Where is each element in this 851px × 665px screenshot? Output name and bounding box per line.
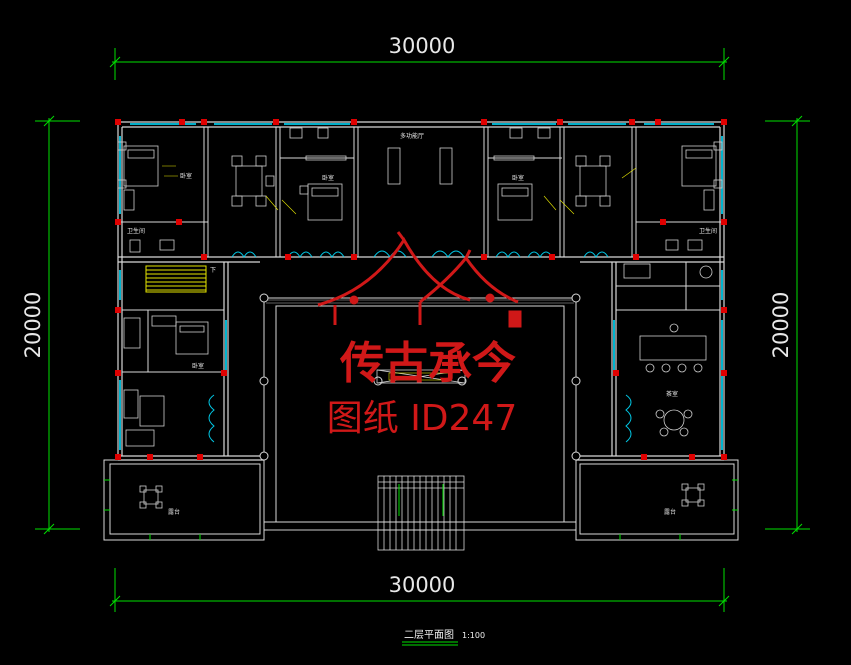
- drawing-title: 二层平面图: [404, 629, 454, 641]
- entrance-step-marks: [398, 484, 444, 516]
- dimension-right: 20000: [769, 292, 793, 359]
- dimension-lines: [35, 48, 810, 612]
- watermark-roof-logo: [317, 231, 522, 328]
- structural-columns: [115, 119, 727, 460]
- terrace-railing-marks: [104, 479, 738, 540]
- corridor-doors: [208, 250, 632, 443]
- room-label-bedroom-ne-centre: 卧室: [512, 174, 524, 182]
- room-label-multipurpose-hall: 多功能厅: [400, 132, 424, 140]
- dimension-left: 20000: [21, 292, 45, 359]
- stair-down-label: 下: [210, 267, 216, 274]
- furniture: [117, 127, 723, 509]
- furniture-accent: [162, 165, 637, 381]
- interior-partitions: [118, 127, 724, 373]
- dimension-top: 30000: [389, 34, 456, 58]
- watermark-brand: 传古承今: [339, 338, 516, 389]
- room-label-bath-nw: 卫生间: [127, 227, 145, 235]
- room-label-terrace-e: 露台: [664, 508, 676, 516]
- watermark-id: 图纸 ID247: [327, 398, 518, 439]
- room-label-tea-room: 茶室: [666, 390, 678, 398]
- terraces: [103, 459, 739, 541]
- room-label-terrace-w: 露台: [168, 508, 180, 516]
- entrance-steps: [377, 475, 465, 551]
- title-underline: [402, 641, 458, 646]
- exterior-walls: [117, 121, 725, 461]
- room-label-bedroom-nc: 卧室: [322, 174, 334, 182]
- room-label-bedroom-w: 卧室: [192, 362, 204, 370]
- staircase: [145, 265, 207, 293]
- dimension-bottom: 30000: [389, 573, 456, 597]
- drawing-scale: 1:100: [462, 631, 485, 640]
- room-label-bedroom-nw: 卧室: [180, 172, 192, 180]
- room-label-bath-ne: 卫生间: [699, 227, 717, 235]
